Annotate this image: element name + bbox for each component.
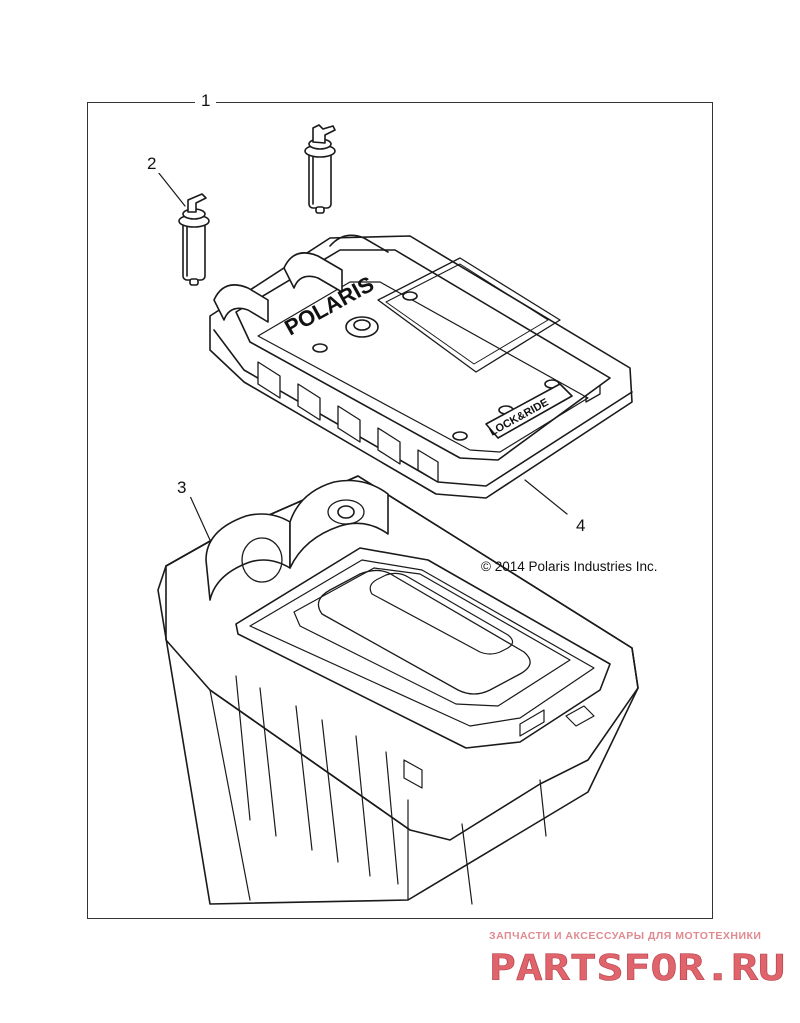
watermark-tagline: ЗАПЧАСТИ И АКСЕССУАРЫ ДЛЯ МОТОТЕХНИКИ	[489, 930, 762, 942]
lock-pin-left	[178, 193, 210, 286]
callout-4: 4	[570, 517, 592, 535]
leader-lines	[157, 171, 568, 541]
callout-3: 3	[171, 479, 193, 497]
callout-1: 1	[195, 92, 217, 110]
storage-box	[157, 475, 639, 905]
storage-lid	[209, 234, 633, 499]
copyright-notice: © 2014 Polaris Industries Inc.	[481, 559, 658, 574]
watermark-logo: PARTSFOR.RU	[489, 948, 785, 986]
callout-2: 2	[141, 155, 163, 173]
diagram-frame	[87, 102, 713, 919]
lock-pin-right	[304, 124, 336, 214]
watermark-logo-text: PARTSFOR.RU	[489, 948, 785, 986]
